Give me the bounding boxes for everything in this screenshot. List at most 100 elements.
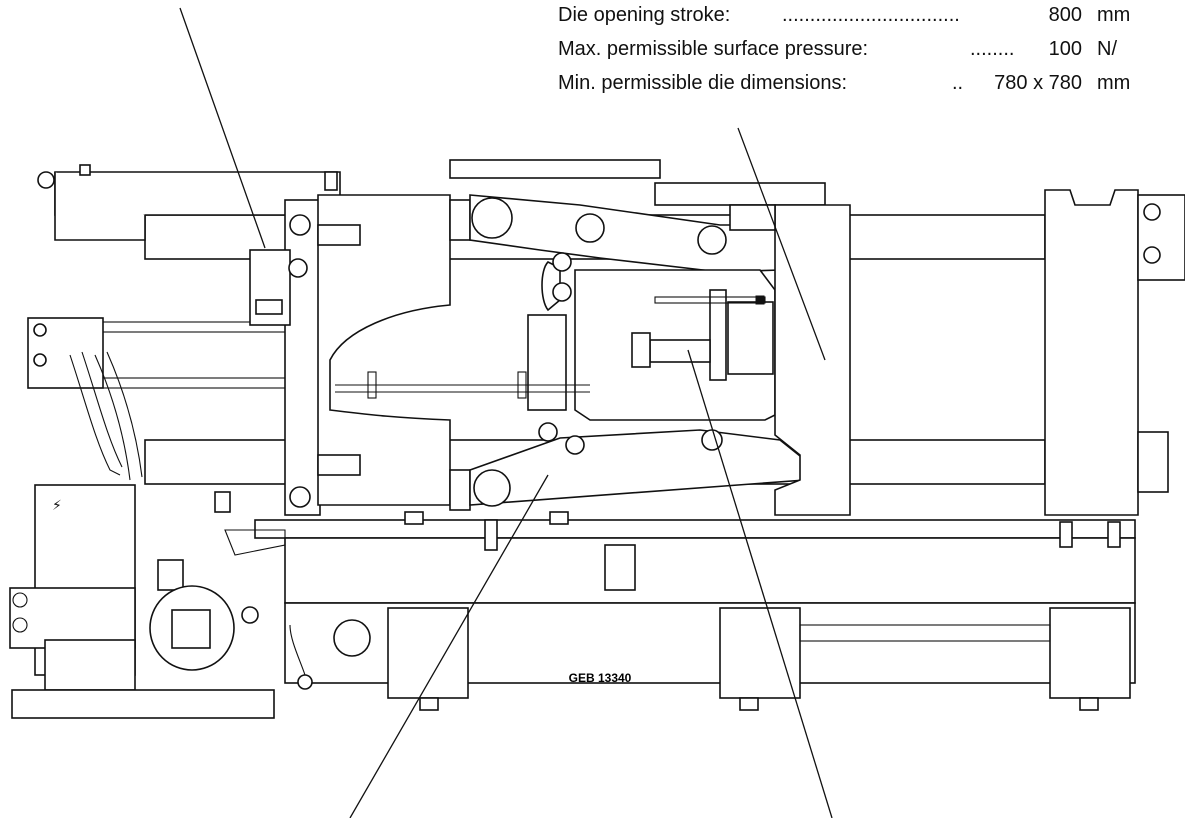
pump-valve [241,606,259,624]
ejector-assembly [335,269,776,421]
spec-row-pressure: Max. permissible surface pressure: .....… [558,38,1117,60]
cylinder-rod-end [324,171,338,191]
base-foot [387,607,469,699]
ejector-plate [709,289,727,381]
valve-knob [288,258,308,278]
spec-dots: ................................ [782,4,960,26]
spec-value: 800 [1049,4,1082,26]
leader-line-tie-bar [349,474,549,818]
power-unit-base [11,689,275,719]
bed-post [1059,521,1073,548]
ejector-nut [755,295,765,305]
pump-bracket [224,529,286,556]
platen-bolt [289,486,311,508]
rear-bolt [1143,246,1161,264]
drawing-code: GEB 13340 [569,671,632,685]
toggle-pin [473,469,511,507]
hydraulic-hose [94,354,131,481]
line-clamp [367,371,377,399]
top-guide-rail [449,159,661,179]
valve-window [255,299,283,315]
fixed-platen-body [774,204,851,516]
platen-clamp [449,199,471,241]
leader-line-fixed-platen [737,127,826,361]
oil-pipe [289,624,306,676]
bed-clamp [404,511,424,525]
cylinder-end [54,172,146,241]
platen-backplate [284,199,321,516]
ejector-rod-head [631,332,651,368]
bed-frame [284,537,1136,604]
spec-label: Die opening stroke: [558,4,730,26]
platen-bolt [289,214,311,236]
cylinder-pivot [37,171,55,189]
ejector-top-rod [654,296,766,304]
rear-bolt [1143,203,1161,221]
hydraulic-hose [81,351,123,468]
fitting [12,592,28,608]
hydraulic-hose [69,354,121,476]
bed-post [484,519,498,551]
fixed-platen-lug [729,204,776,231]
spec-value: 780 x 780 [994,72,1082,94]
manifold-fitting [33,323,47,337]
ejector-block [727,301,774,375]
leveling-pad [419,697,439,711]
spec-dots: .. [952,72,963,94]
side-rod-lower [99,377,291,389]
bed-post [1107,521,1121,548]
motor-top [157,559,184,591]
oil-drain [297,674,313,690]
rear-nozzle-block [1137,431,1169,493]
spec-block: Die opening stroke: ....................… [558,4,1130,94]
electrical-hazard-icon: ⚡ [52,498,62,514]
toggle-pin [697,225,727,255]
spec-unit: mm [1097,4,1130,26]
bed-clamp [549,511,569,525]
fitting [12,617,28,633]
cylinder-lug [79,164,91,176]
leader-line-ejector [687,349,833,818]
crosshead-pin [538,422,558,442]
machine-base: GEB 13340 [254,511,1136,711]
toggle-pin [701,429,723,451]
spec-row-stroke: Die opening stroke: ....................… [558,4,1130,26]
platen-body [317,194,451,506]
platen-clamp [449,469,471,511]
spec-dots: ........ [970,38,1014,60]
toggle-pin [471,197,513,239]
base-foot [719,607,801,699]
rear-platen-body [1044,189,1139,516]
hydraulic-cylinder [37,164,341,241]
bed-access-plate [604,544,636,591]
spec-label: Max. permissible surface pressure: [558,38,868,60]
base-foot [1049,607,1131,699]
manifold-fitting [33,353,47,367]
toggle-mechanism [469,194,806,507]
crosshead-pin [552,252,572,272]
crosshead-pin [565,435,585,455]
left-valve-block [27,249,308,481]
bed-top-rail [254,519,1136,539]
moving-platen [284,194,471,516]
ejector-rod [649,339,711,363]
leader-line-valve [179,7,266,249]
spec-row-dimensions: Min. permissible die dimensions: .. 780 … [558,72,1130,94]
power-unit: ⚡ [9,484,371,719]
leader-lines [179,7,833,818]
pump-gauge [214,491,231,513]
platen-slot-top [317,224,361,246]
spec-unit: mm [1097,72,1130,94]
oil-filter [333,619,371,657]
toggle-pin [575,213,605,243]
cabinet-base-box [44,639,136,691]
pump-housing [171,609,211,649]
crosshead [527,314,567,411]
cabinet-lower [9,587,136,649]
hydraulic-hose [106,351,143,478]
leveling-pad [1079,697,1099,711]
top-guide-block [654,182,826,206]
spec-unit: N/ [1097,38,1117,60]
spec-label: Min. permissible die dimensions: [558,72,847,94]
